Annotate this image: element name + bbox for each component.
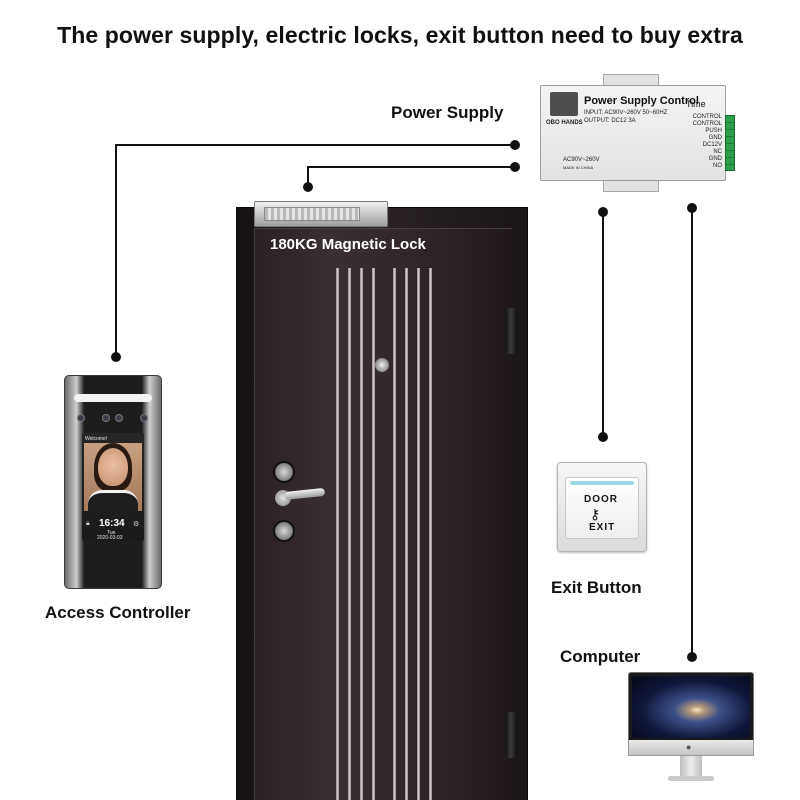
psu-terminal-label: CONTROL xyxy=(692,121,722,127)
computer-label: Computer xyxy=(560,647,641,666)
key-icon: ⚷ xyxy=(590,506,601,522)
psu-terminal-label: PUSH xyxy=(705,128,722,134)
psu-terminal-label: NC xyxy=(713,149,722,155)
wire-psu-to-magnetic-lock xyxy=(307,166,515,187)
camera-icon xyxy=(115,414,123,422)
door-stripe xyxy=(393,268,396,800)
screen-clock: 16:34 xyxy=(99,518,125,529)
wire-endpoint-computer xyxy=(687,652,697,662)
psu-terminal-block xyxy=(725,115,735,171)
door-hinge xyxy=(505,308,517,354)
wire-endpoint-psu-2 xyxy=(510,162,520,172)
monitor-chin xyxy=(628,740,754,756)
wire-endpoint-magnetic-lock xyxy=(303,182,313,192)
door-hinge xyxy=(505,712,517,758)
camera-icon xyxy=(140,414,148,422)
monitor-stand-foot xyxy=(668,776,714,781)
camera-icon xyxy=(102,414,110,422)
exit-button-text-door: DOOR xyxy=(584,494,618,505)
psu-time-label: Time xyxy=(686,99,706,109)
door-leaf xyxy=(254,228,512,800)
access-controller-body xyxy=(64,375,162,589)
psu-mount-ear-bottom xyxy=(603,180,659,192)
exit-button-led xyxy=(570,481,634,485)
door-stripe xyxy=(360,268,363,800)
hand-logo-icon xyxy=(550,92,578,116)
camera-icon xyxy=(77,414,85,422)
door-stripe xyxy=(348,268,351,800)
psu-terminal-label: NO xyxy=(713,163,722,169)
door-stripe xyxy=(336,268,339,800)
wire-endpoint-psu-3 xyxy=(598,207,608,217)
wire-psu-to-access-controller xyxy=(115,144,515,357)
psu-terminal-label: GND xyxy=(708,135,722,141)
psu-terminal-label: GND xyxy=(708,156,722,162)
screen-weekday: Tue xyxy=(107,530,116,536)
psu-terminal-label: DC12V xyxy=(702,142,722,148)
psu-made-in: MADE IN CHINA xyxy=(563,165,594,170)
wire-endpoint-access-controller xyxy=(111,352,121,362)
settings-icon: ⚙ xyxy=(133,521,140,528)
peephole xyxy=(375,358,389,372)
psu-ac-range: AC90V~260V xyxy=(563,157,600,163)
access-controller-label: Access Controller xyxy=(45,603,191,622)
exit-button-label: Exit Button xyxy=(551,578,642,597)
magnetic-lock-armature xyxy=(264,207,360,221)
headline: The power supply, electric locks, exit b… xyxy=(57,22,743,48)
psu-brand: OBO HANDS xyxy=(546,120,583,126)
power-supply-label: Power Supply xyxy=(391,103,504,122)
exit-button-face xyxy=(565,477,639,539)
door-stripe xyxy=(405,268,408,800)
screen-greeting: Welcome! xyxy=(85,436,108,442)
psu-title: Power Supply Control xyxy=(584,95,699,107)
door-stripe xyxy=(429,268,432,800)
screen-date: 2020-03-03 xyxy=(97,535,123,541)
access-controller-light-bar xyxy=(74,394,152,402)
door-stripe xyxy=(372,268,375,800)
door-stripe xyxy=(417,268,420,800)
psu-output-spec: OUTPUT: DC12 3A xyxy=(584,118,636,124)
screen-photo-shirt xyxy=(88,490,138,512)
monitor-stand-neck xyxy=(680,756,702,778)
wire-endpoint-psu-1 xyxy=(510,140,520,150)
magnetic-lock-label: 180KG Magnetic Lock xyxy=(270,236,426,253)
monitor-screen xyxy=(632,676,750,738)
lock-icon: 🔒︎ xyxy=(86,520,90,527)
exit-button-text-exit: EXIT xyxy=(589,522,616,533)
lock-cylinder-icon xyxy=(273,520,295,542)
lock-cylinder-icon xyxy=(273,461,295,483)
wire-endpoint-psu-4 xyxy=(687,203,697,213)
psu-terminal-label: CONTROL xyxy=(692,114,722,120)
wire-endpoint-exit-button xyxy=(598,432,608,442)
face-photo-icon xyxy=(98,448,128,486)
psu-input-spec: INPUT: AC90V~260V 50~60HZ xyxy=(584,110,668,116)
apple-logo-icon: ● xyxy=(686,742,692,752)
